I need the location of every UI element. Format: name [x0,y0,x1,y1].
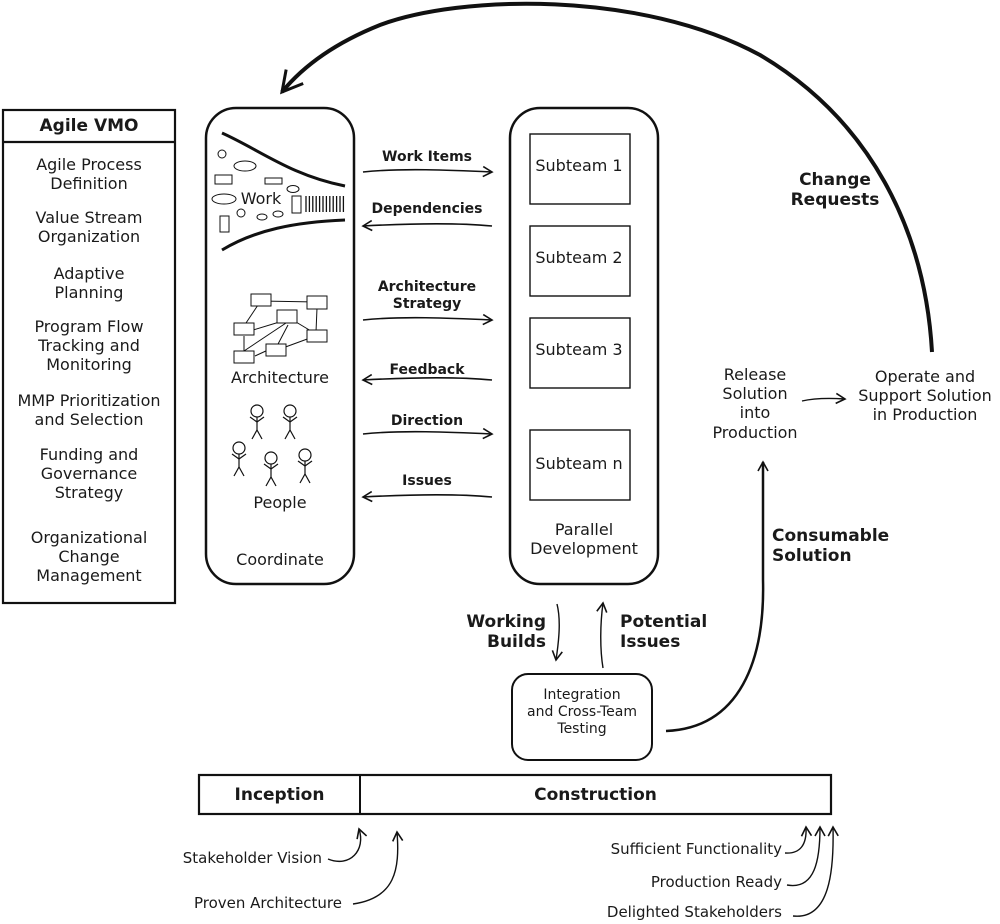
milestone-arrow-production-ready [786,825,826,887]
flow-label-direction: Direction [390,413,464,429]
parallel-development-column [508,106,660,586]
vmo-item: Funding and Governance Strategy [39,445,139,503]
flow-label-feedback: Feedback [389,362,465,378]
flow-arrow-left [361,490,493,503]
flow-label-work-items: Work Items [382,149,472,165]
work-label: Work [240,189,282,208]
work-funnel-icon [211,131,346,252]
potential-issues-arrow [596,601,608,669]
architecture-network-icon [233,293,328,364]
coordinate-label: Coordinate [236,550,324,569]
vmo-item: Program Flow Tracking and Monitoring [34,317,144,375]
agile-vmo-title: Agile VMO [39,116,139,136]
subteam-1-label: Subteam 1 [535,156,623,175]
flow-arrow-left [361,373,493,386]
subteam-3-label: Subteam 3 [535,340,623,359]
milestone-sufficient-functionality: Sufficient Functionality [610,840,782,858]
stick-figure-icon [231,441,247,477]
milestone-proven-architecture: Proven Architecture [193,894,342,912]
vmo-item: Agile Process Definition [36,155,142,194]
stick-figure-icon [263,451,279,487]
change-requests-label: Change Requests [790,170,880,211]
subteam-box [529,429,631,501]
integration-label: Integration and Cross-Team Testing [527,687,637,737]
vmo-item: Organizational Change Management [30,528,148,586]
flow-arrow-right [362,165,494,178]
phase-bar [197,773,833,816]
release-solution-label: Release Solution into Production [712,365,798,442]
stick-figure-icon [297,448,313,484]
subteam-boxes [529,133,631,501]
stick-figure-icon [282,404,298,440]
milestone-arrow-delighted-stakeholders [792,825,839,917]
milestone-delighted-stakeholders: Delighted Stakeholders [606,903,782,921]
flow-arrow-right [362,427,494,440]
milestone-arrow-proven-architecture [352,830,404,905]
flow-arrows [361,165,494,503]
architecture-label: Architecture [231,368,329,387]
coordinate-column [204,106,356,586]
operate-support-label: Operate and Support Solution in Producti… [858,367,992,425]
subteam-box [529,225,631,297]
potential-issues-label: Potential Issues [620,612,708,653]
consumable-solution-arrow [665,460,769,733]
parallel-development-label: Parallel Development [530,520,638,559]
flow-arrow-right [362,313,494,326]
phase-construction: Construction [534,785,657,805]
vmo-item: Adaptive Planning [53,264,125,303]
subteam-box [529,317,631,389]
vmo-item: Value Stream Organization [35,208,143,247]
phase-inception: Inception [234,785,325,805]
release-to-operate-arrow [801,392,847,405]
people-icon [231,404,313,487]
milestone-stakeholder-vision: Stakeholder Vision [182,849,322,867]
integration-box [511,673,653,761]
subteam-2-label: Subteam 2 [535,248,623,267]
working-builds-label: Working Builds [466,612,546,653]
stick-figure-icon [249,404,265,440]
working-builds-arrow [551,603,563,662]
flow-arrow-left [361,219,493,232]
agile-vmo-box [1,108,177,605]
vmo-item: MMP Prioritization and Selection [17,391,161,430]
flow-label-issues: Issues [402,473,452,489]
subteam-n-label: Subteam n [535,454,623,473]
milestone-arrow-sufficient-functionality [784,825,813,854]
subteam-box [529,133,631,205]
consumable-solution-label: Consumable Solution [772,526,890,567]
milestone-arrow-stakeholder-vision [327,827,368,862]
people-label: People [253,493,307,512]
flow-label-architecture-strategy: Architecture Strategy [377,279,477,312]
change-requests-arrow [280,1,934,353]
flow-label-dependencies: Dependencies [371,201,483,217]
milestone-production-ready: Production Ready [650,873,782,891]
